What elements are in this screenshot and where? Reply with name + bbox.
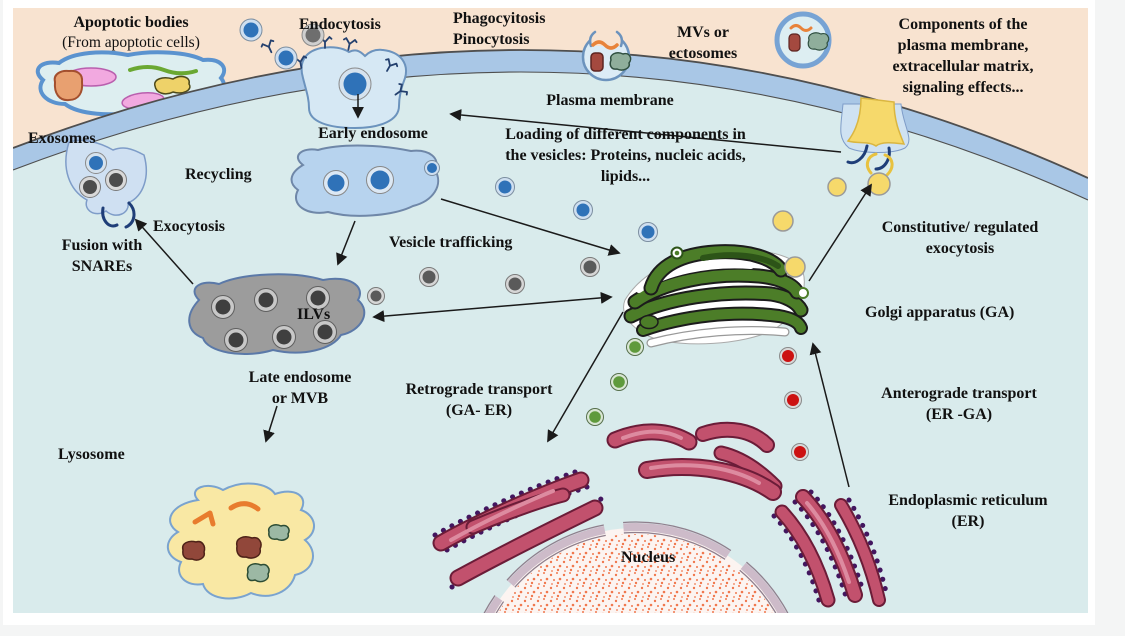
fusion-line1: Fusion with [61,237,143,254]
endocytosis-invagination [300,46,407,130]
arrows [134,94,872,488]
late-endosome-line1: Late endosome [248,369,352,386]
loading-line2: the vesicles: Proteins, nucleic acids, [505,147,746,165]
loading-label: Loading of different components in the v… [463,124,788,187]
er-line2: (ER) [951,513,985,531]
apoptotic-bodies-title: Apoptotic bodies [73,14,189,31]
yellow-vesicle-trail [772,177,847,278]
red-vesicle-trail [779,347,809,461]
endocytosis-label: Endocytosis [299,16,381,33]
ilvs-label: ILVs [297,306,331,323]
constitutive-exocytosis-arrow [808,183,872,282]
snare-fusion-site [840,97,910,196]
apoptotic-bodies-label: Apoptotic bodies (From apoptotic cells) [31,12,231,54]
mvs-line1: MVs or [677,24,729,41]
exocytosis-arrow [134,218,194,285]
nucleus [483,521,789,613]
cell-diagram [13,8,1088,613]
retrograde-line2: (GA- ER) [445,402,513,420]
mv-ectosome-vesicle [774,11,832,69]
cell-diagram-canvas: Apoptotic bodies (From apoptotic cells) … [13,8,1088,613]
golgi-apparatus [623,244,809,348]
components-line2: plasma membrane, [897,37,1029,55]
green-vesicle-trail [586,338,644,426]
early-endosome-label: Early endosome [318,125,428,142]
trafficking-to-golgi-arrow [440,198,621,256]
components-line1: Components of the [898,16,1028,33]
mvs-line2: ectosomes [668,45,738,63]
late-endosome-mvb [188,273,366,356]
vesicle-trafficking-label: Vesicle trafficking [389,234,513,251]
recycling-label: Recycling [185,166,252,183]
retrograde-arrow [547,311,624,443]
to-lysosome-arrow [263,405,278,443]
late-endosome-line2: or MVB [271,390,329,408]
components-label: Components of the plasma membrane, extra… [858,14,1068,98]
ilv-golgi-double-arrow [372,291,613,323]
smooth-er [606,421,783,501]
loading-line3: lipids... [600,168,651,186]
nucleus-label: Nucleus [621,549,676,566]
gray-vesicle-trail [367,257,600,305]
mvs-ectosomes-label: MVs or ectosomes [643,22,763,64]
retrograde-line1: Retrograde transport [405,381,553,398]
loading-line1: Loading of different components in [505,126,746,143]
lysosome-label: Lysosome [58,446,125,463]
fusion-line2: SNAREs [71,258,133,276]
figure-card: Apoptotic bodies (From apoptotic cells) … [3,0,1095,625]
pinocytosis-line: Pinocytosis [453,31,530,49]
anterograde-arrow [809,342,850,488]
endosome-maturation-arrow [336,220,356,266]
mv-budding-site [581,26,632,82]
exocytosis-label: Exocytosis [153,218,225,235]
rough-er-right [771,489,890,608]
late-endosome-label: Late endosome or MVB [230,367,370,409]
exosome-release-site [65,139,148,229]
anterograde-line1: Anterograde transport [881,385,1037,402]
blue-vesicle-trail [424,160,658,242]
early-endosome [290,144,440,217]
er-label: Endoplasmic reticulum (ER) [858,490,1078,532]
exosomes-label: Exosomes [28,130,96,147]
anterograde-label: Anterograde transport (ER -GA) [849,383,1069,425]
plasma-membrane [13,49,1088,613]
constitutive-exocytosis-label: Constitutive/ regulated exocytosis [850,217,1070,259]
recycling-arrow [449,109,842,153]
phagocytosis-line: Phagocyitosis [453,10,546,27]
apoptotic-bodies-subtitle: (From apoptotic cells) [62,34,200,52]
fusion-snares-label: Fusion with SNAREs [42,235,162,277]
lysosome [166,482,315,600]
constitutive-line1: Constitutive/ regulated [881,219,1039,236]
constitutive-line2: exocytosis [925,240,995,258]
extracellular-vesicles [239,18,325,70]
anterograde-line2: (ER -GA) [925,406,993,424]
rough-er-left [432,469,604,590]
components-line4: signaling effects... [902,79,1024,97]
phagocytosis-pinocytosis-label: Phagocyitosis Pinocytosis [453,8,545,50]
plasma-membrane-label: Plasma membrane [546,92,674,109]
components-line3: extracellular matrix, [892,58,1034,76]
golgi-label: Golgi apparatus (GA) [865,304,1015,321]
retrograde-label: Retrograde transport (GA- ER) [399,379,559,421]
er-line1: Endoplasmic reticulum [888,492,1048,509]
